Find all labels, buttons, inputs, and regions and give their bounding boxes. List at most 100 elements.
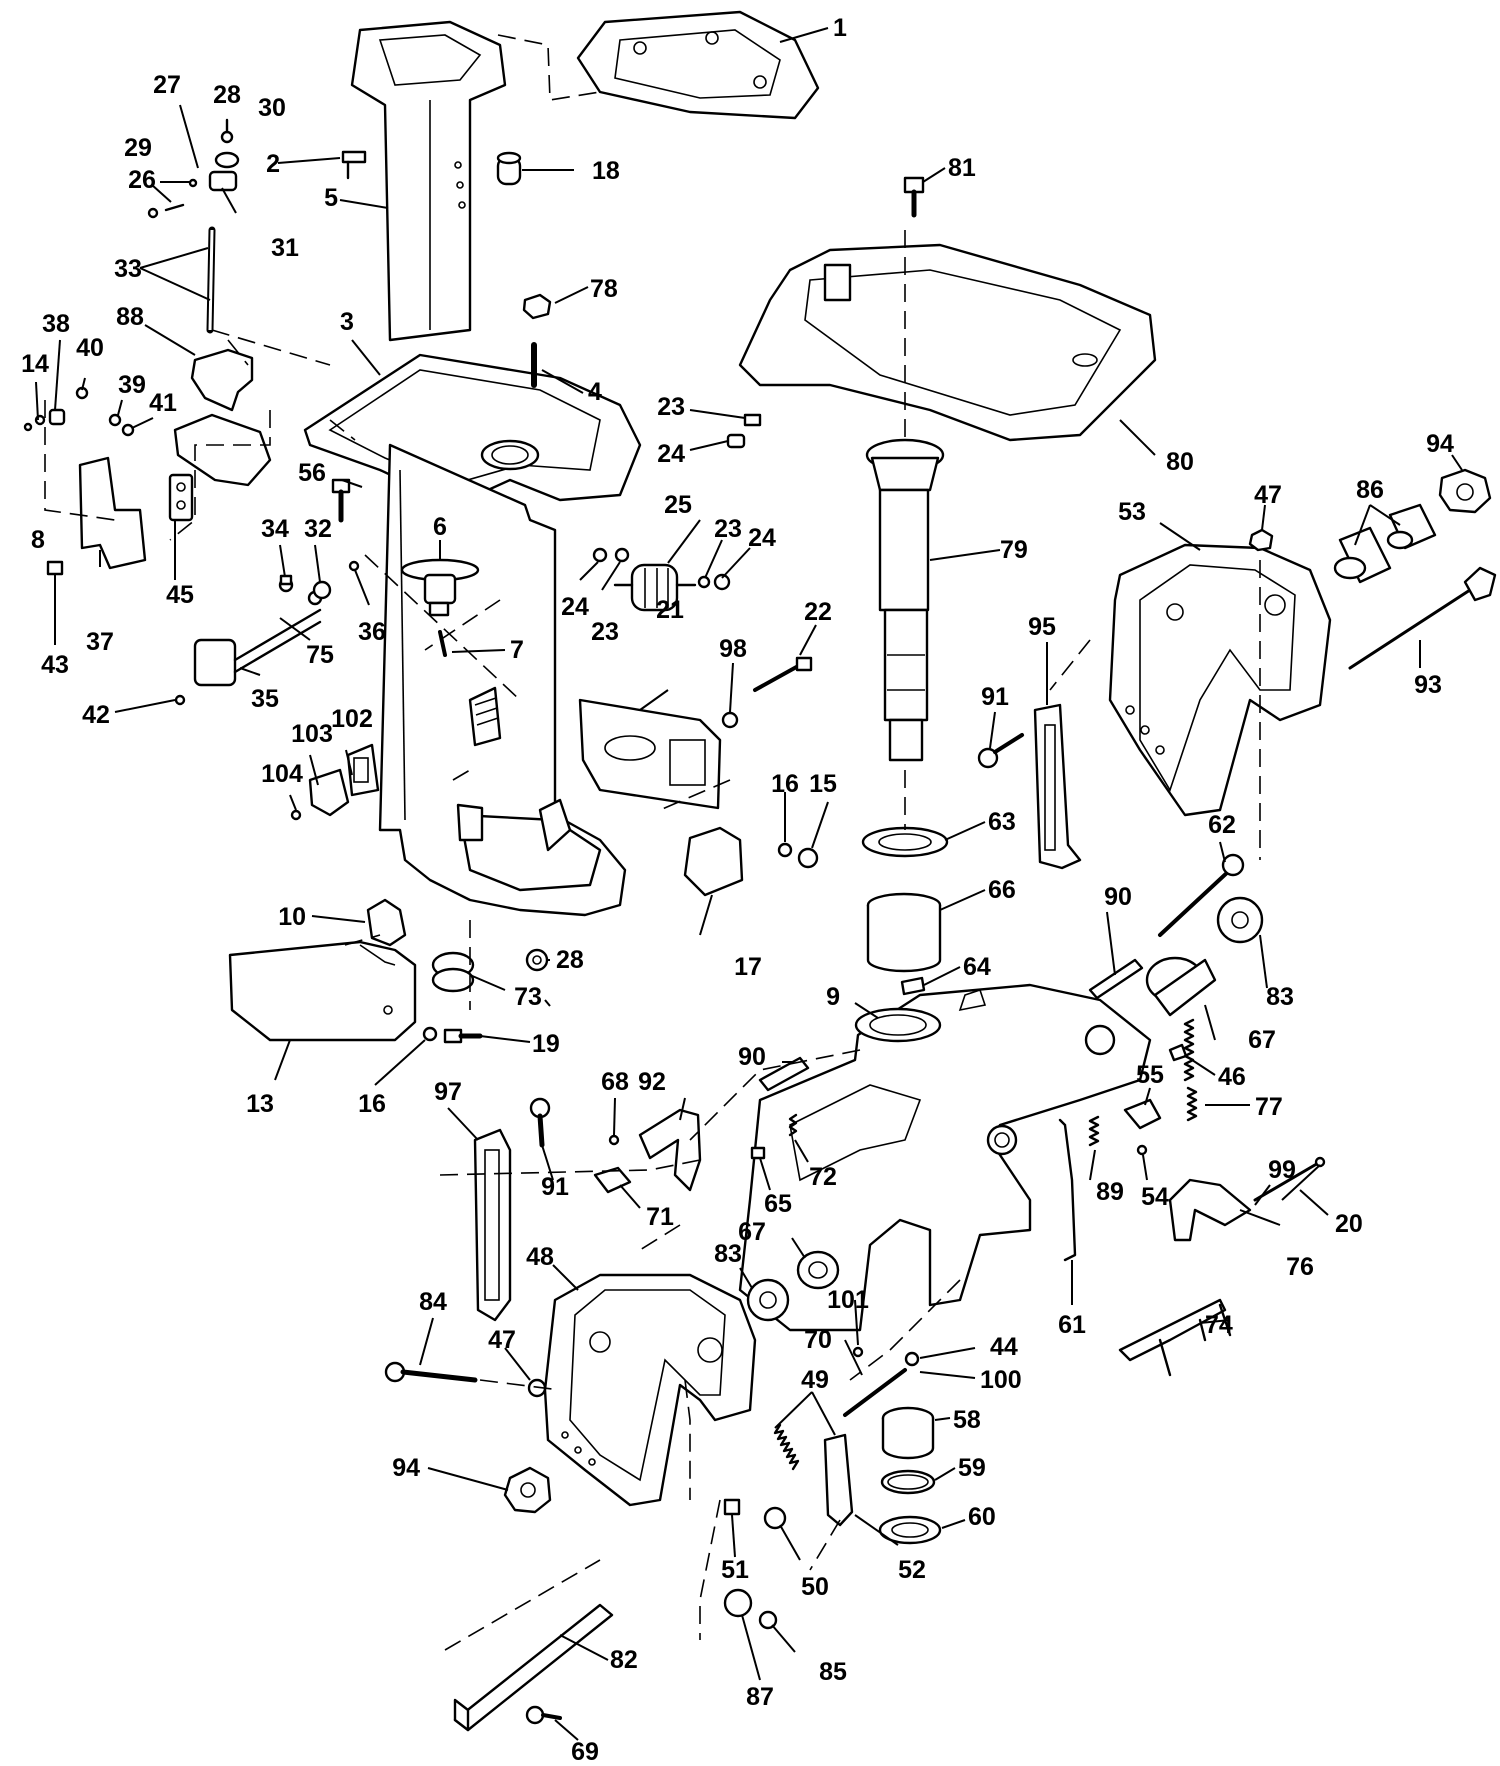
callout-5: 5	[324, 184, 338, 212]
part-16-washer	[422, 1026, 438, 1042]
part-63-seal	[861, 826, 949, 858]
callout-46: 46	[1218, 1063, 1246, 1091]
part-38-43-hardware	[23, 386, 186, 706]
callout-70: 70	[804, 1326, 832, 1354]
part-73-grommet	[431, 951, 475, 993]
part-76-lever	[1168, 1178, 1252, 1242]
callout-91b: 91	[541, 1173, 569, 1201]
part-97-lever	[473, 1128, 512, 1322]
callout-29: 29	[124, 134, 152, 162]
leader-lines	[35, 27, 1463, 1741]
callout-104: 104	[261, 760, 303, 788]
part-68-screw	[608, 1134, 620, 1146]
callout-41: 41	[149, 389, 177, 417]
part-91b-bolt	[529, 1097, 551, 1148]
callout-77: 77	[1255, 1093, 1283, 1121]
callout-83: 83	[1266, 983, 1294, 1011]
part-103-plate	[308, 768, 350, 817]
part-10-plug	[366, 898, 407, 947]
part-87-washer	[723, 1588, 753, 1618]
part-18-grommet	[496, 151, 522, 186]
part-37-bracket	[78, 456, 147, 570]
callout-73: 73	[514, 983, 542, 1011]
callout-20: 20	[1335, 1210, 1363, 1238]
callout-82: 82	[610, 1646, 638, 1674]
callout-98: 98	[719, 635, 747, 663]
part-84-bolt	[384, 1361, 478, 1383]
callout-36: 36	[358, 618, 386, 646]
callout-19: 19	[532, 1030, 560, 1058]
callout-48: 48	[526, 1243, 554, 1271]
callout-90: 90	[1104, 883, 1132, 911]
callout-52: 52	[898, 1556, 926, 1584]
part-58-bushing	[881, 1406, 935, 1460]
callout-6: 6	[433, 513, 447, 541]
part-95-lever	[1033, 703, 1082, 870]
callout-16b: 16	[358, 1090, 386, 1118]
part-80-bracket	[738, 243, 1157, 442]
callout-17: 17	[734, 953, 762, 981]
part-59-oring	[880, 1469, 936, 1495]
callout-9: 9	[826, 983, 840, 1011]
callout-31: 31	[271, 234, 299, 262]
callout-67b: 67	[738, 1218, 766, 1246]
callout-39: 39	[118, 371, 146, 399]
callout-81: 81	[948, 154, 976, 182]
callout-7: 7	[510, 636, 524, 664]
part-1-gasket	[576, 10, 820, 120]
callout-93: 93	[1414, 671, 1442, 699]
part-81-bolt	[903, 176, 925, 218]
callout-47b: 47	[488, 1326, 516, 1354]
callout-30: 30	[258, 94, 286, 122]
callout-28: 28	[213, 81, 241, 109]
callout-100: 100	[980, 1366, 1022, 1394]
part-66-bushing	[866, 892, 942, 973]
part-53-clamp-bracket	[1108, 543, 1332, 817]
callout-13: 13	[246, 1090, 274, 1118]
callout-24b: 24	[561, 593, 589, 621]
callout-37: 37	[86, 628, 114, 656]
callout-88: 88	[116, 303, 144, 331]
callout-8: 8	[31, 526, 45, 554]
callout-101: 101	[827, 1286, 869, 1314]
callout-18: 18	[592, 157, 620, 185]
callout-84: 84	[419, 1288, 447, 1316]
callout-26: 26	[128, 166, 156, 194]
callout-64: 64	[963, 953, 991, 981]
callout-80: 80	[1166, 448, 1194, 476]
callout-2: 2	[266, 150, 280, 178]
part-32-34-36	[278, 560, 360, 600]
callout-labels: 1 2 3 4 5 6 7 8 9 10 13 14 15 16 16 17 1…	[21, 14, 1454, 1766]
part-65-screw	[750, 1146, 766, 1160]
callout-75: 75	[306, 641, 334, 669]
part-67b-bushing	[796, 1250, 840, 1290]
callout-49: 49	[801, 1366, 829, 1394]
callout-55: 55	[1136, 1061, 1164, 1089]
part-50-washer	[763, 1506, 787, 1530]
part-78-nut	[522, 293, 552, 320]
part-62-bolt	[1158, 853, 1245, 937]
part-49-spring	[773, 1423, 800, 1471]
callout-27: 27	[153, 71, 181, 99]
part-88-cam	[173, 348, 272, 487]
part-51-screw	[723, 1498, 741, 1516]
callout-94: 94	[1426, 430, 1454, 458]
callout-23c: 23	[714, 515, 742, 543]
part-47-nut	[1248, 528, 1274, 552]
callout-86: 86	[1356, 476, 1384, 504]
callout-28b: 28	[556, 946, 584, 974]
part-92-clip	[638, 1108, 702, 1192]
part-94-nut	[1438, 468, 1492, 514]
callout-56: 56	[298, 459, 326, 487]
part-93-screw	[1348, 566, 1497, 670]
part-90-pin	[1088, 958, 1144, 1000]
callout-22: 22	[804, 598, 832, 626]
part-77-spring	[1183, 1018, 1198, 1122]
callout-43: 43	[41, 651, 69, 679]
callout-4: 4	[588, 378, 602, 406]
part-7-screw	[438, 630, 447, 657]
callout-89: 89	[1096, 1178, 1124, 1206]
part-45-plate	[168, 473, 194, 522]
part-83b-washer	[746, 1278, 790, 1322]
